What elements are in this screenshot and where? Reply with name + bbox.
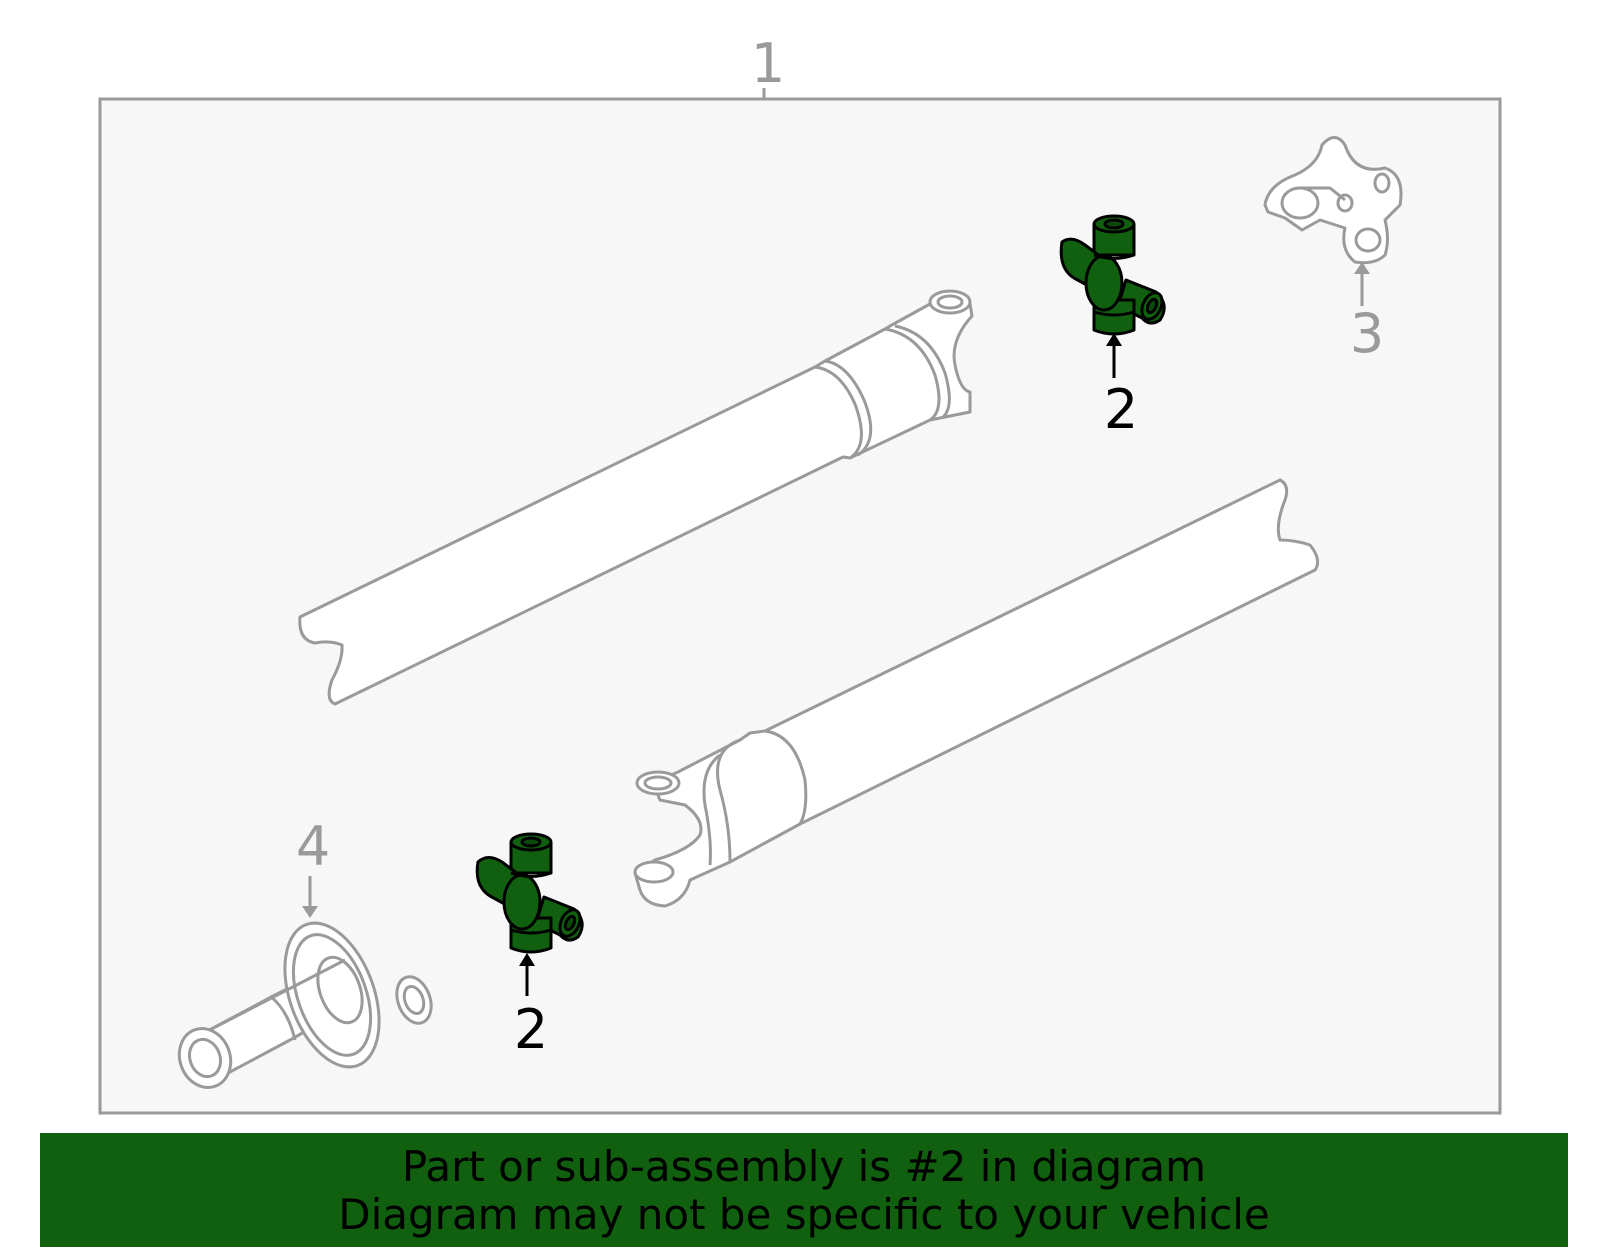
slip-yoke-flange	[177, 921, 433, 1089]
front-drive-shaft	[298, 289, 974, 706]
callout-3: 3	[1350, 302, 1384, 365]
banner-line-vehicle: Diagram may not be specific to your vehi…	[338, 1190, 1270, 1239]
callout-2-upper-arrowhead	[1106, 333, 1122, 346]
disclaimer-banner: Part or sub-assembly is #2 in diagram Di…	[40, 1133, 1568, 1247]
rear-drive-shaft	[633, 478, 1320, 908]
banner-line-part: Part or sub-assembly is #2 in diagram	[401, 1142, 1207, 1191]
callout-2-lower-arrowhead	[519, 953, 535, 966]
universal-joint-upper	[1059, 214, 1166, 336]
callout-2-lower: 2	[514, 998, 548, 1061]
callout-4-arrowhead	[302, 906, 318, 918]
universal-joint-lower	[475, 832, 584, 954]
center-bearing-bracket	[1263, 136, 1403, 265]
callout-1: 1	[751, 32, 785, 95]
callout-2-upper: 2	[1104, 378, 1138, 441]
callout-4: 4	[296, 815, 330, 878]
callout-3-arrowhead	[1354, 262, 1370, 274]
